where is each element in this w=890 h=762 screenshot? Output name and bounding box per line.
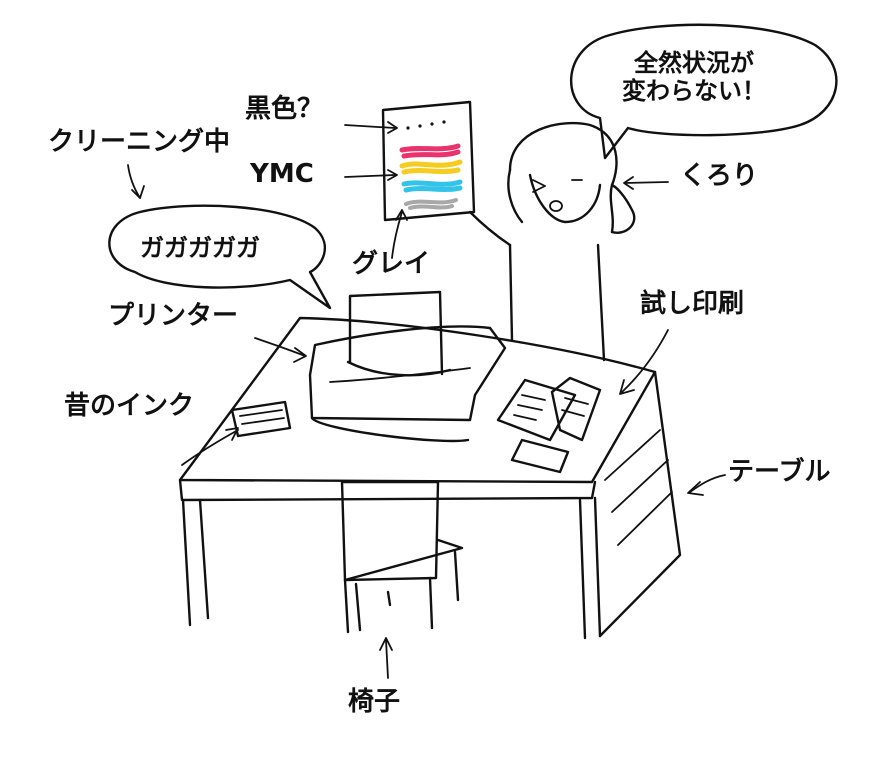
cyan-stripe: [401, 179, 463, 193]
cleaning-arrow: [127, 164, 145, 199]
cleaning-bubble: [108, 204, 332, 310]
chair: [340, 480, 464, 634]
chair-arrow: [379, 637, 393, 679]
test-prints: [496, 376, 602, 474]
person-arrow: [623, 176, 669, 190]
speech-bubble: [569, 23, 838, 160]
table-arrow: [687, 474, 726, 496]
label-gray: グレイ: [352, 249, 431, 279]
label-table: テーブル: [728, 457, 831, 487]
label-old-ink: 昔のインク: [64, 391, 195, 421]
label-test-print: 試し印刷: [640, 289, 745, 319]
person: [468, 121, 636, 362]
speech-line-1: 全然状況が: [634, 49, 754, 77]
printer: [308, 290, 507, 443]
label-black: 黒色？: [245, 94, 324, 124]
label-gagaga: ガガガガガ: [140, 234, 260, 262]
label-ymc: YMC: [250, 159, 314, 189]
label-cleaning: クリーニング中: [48, 127, 231, 157]
black-dots: [406, 120, 446, 130]
table: [178, 316, 682, 640]
test-sheet: [381, 100, 476, 222]
old-ink-cartridge: [230, 400, 292, 438]
test-print-arrow: [619, 329, 669, 395]
speech-text: 全然状況が 変わらない！: [622, 49, 766, 105]
label-kurori: くろり: [680, 161, 759, 191]
label-printer: プリンター: [108, 301, 239, 331]
yellow-stripe: [399, 159, 463, 175]
label-chair: 椅子: [348, 687, 401, 717]
speech-line-2: 変わらない！: [622, 76, 766, 105]
magenta-stripe: [399, 143, 461, 159]
label-arrows: [344, 121, 408, 259]
gray-stripe: [404, 198, 458, 210]
ink-arrow: [181, 427, 239, 466]
printer-arrow: [254, 337, 307, 363]
